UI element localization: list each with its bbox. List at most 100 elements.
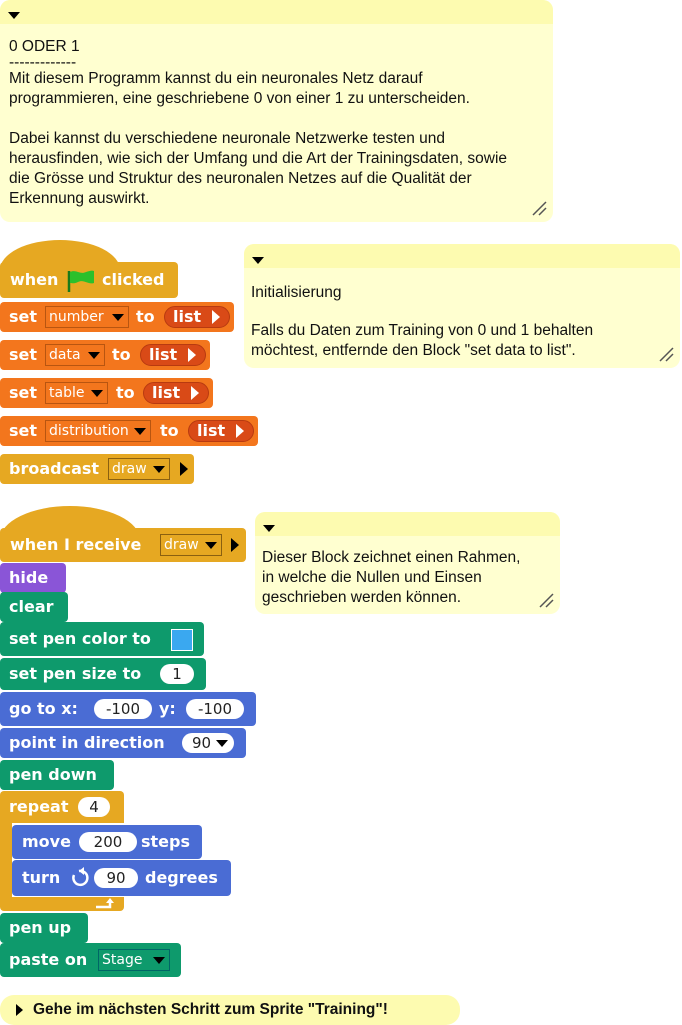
set-pen-size-block[interactable]: set pen size to 1 xyxy=(0,658,206,690)
go-to-xy-block[interactable]: go to x: -100 y: -100 xyxy=(0,692,256,726)
variable-dropdown[interactable]: table xyxy=(45,382,108,404)
when-label: when xyxy=(10,270,59,289)
variable-dropdown[interactable]: distribution xyxy=(45,420,151,442)
move-steps-block[interactable]: move 200 steps xyxy=(12,825,202,859)
expand-arrow-icon[interactable] xyxy=(16,1004,23,1016)
direction-input[interactable]: 90 xyxy=(182,733,234,753)
y-value: -100 xyxy=(197,700,233,718)
init-comment-header[interactable] xyxy=(244,244,680,268)
list-label: list xyxy=(152,383,181,402)
point-in-direction-block[interactable]: point in direction 90 xyxy=(0,728,246,758)
set-data-block[interactable]: set data to list xyxy=(0,340,210,370)
clear-block[interactable]: clear xyxy=(0,592,68,622)
repeat-block[interactable]: repeat 4 xyxy=(0,791,124,823)
expand-arrow-icon[interactable] xyxy=(212,310,220,324)
intro-line: 0 ODER 1 xyxy=(9,38,80,55)
init-line: möchtest, entfernde den Block "set data … xyxy=(251,342,576,359)
paste-on-block[interactable]: paste on Stage xyxy=(0,943,181,977)
pen-down-label: pen down xyxy=(9,765,97,784)
list-reporter[interactable]: list xyxy=(140,344,206,366)
collapse-icon[interactable] xyxy=(263,525,275,532)
y-input[interactable]: -100 xyxy=(186,699,244,719)
expand-arrow-icon[interactable] xyxy=(191,386,199,400)
pen-size-value: 1 xyxy=(172,665,182,683)
pen-up-block[interactable]: pen up xyxy=(0,913,88,943)
pen-size-input[interactable]: 1 xyxy=(160,664,194,684)
paste-target-dropdown[interactable]: Stage xyxy=(98,949,170,971)
resize-grip-icon[interactable] xyxy=(658,346,674,362)
broadcast-block[interactable]: broadcast draw xyxy=(0,454,194,484)
repeat-count-input[interactable]: 4 xyxy=(78,797,110,817)
repeat-foot xyxy=(0,897,124,911)
set-table-block[interactable]: set table to list xyxy=(0,378,213,408)
intro-line: Mit diesem Programm kannst du ein neuron… xyxy=(9,70,423,87)
message-name: draw xyxy=(164,537,199,553)
degrees-value: 90 xyxy=(106,869,126,887)
turn-left-icon xyxy=(72,867,89,887)
degrees-label: degrees xyxy=(145,868,218,887)
hide-block[interactable]: hide xyxy=(0,563,66,593)
when-flag-clicked-block[interactable]: when clicked xyxy=(0,262,178,298)
repeat-arm xyxy=(0,823,12,899)
degrees-input[interactable]: 90 xyxy=(94,868,138,888)
draw-line: in welche die Nullen und Einsen xyxy=(262,569,482,586)
when-i-receive-block[interactable]: when I receive draw xyxy=(0,528,246,562)
init-comment[interactable]: Initialisierung Falls du Daten zum Train… xyxy=(244,244,680,368)
set-label: set xyxy=(9,307,38,326)
set-number-block[interactable]: set number to list xyxy=(0,302,234,332)
variable-dropdown[interactable]: number xyxy=(45,306,129,328)
intro-comment[interactable]: 0 ODER 1 ------------- Mit diesem Progra… xyxy=(0,0,553,222)
chevron-down-icon[interactable] xyxy=(216,740,228,747)
collapse-icon[interactable] xyxy=(8,12,20,19)
to-label: to xyxy=(112,345,131,364)
list-label: list xyxy=(149,345,178,364)
set-distribution-block[interactable]: set distribution to list xyxy=(0,416,258,446)
variable-name: table xyxy=(49,385,85,401)
init-line xyxy=(251,303,593,321)
intro-line: die Grösse und Struktur des neuronalen N… xyxy=(9,170,472,187)
color-swatch[interactable] xyxy=(171,629,193,651)
init-line: Initialisierung xyxy=(251,284,342,301)
resize-grip-icon[interactable] xyxy=(538,592,554,608)
set-pen-color-block[interactable]: set pen color to xyxy=(0,622,204,656)
when-i-receive-label: when I receive xyxy=(10,535,142,554)
to-label: to xyxy=(160,421,179,440)
x-value: -100 xyxy=(105,700,141,718)
draw-line: Dieser Block zeichnet einen Rahmen, xyxy=(262,549,521,566)
intro-line: Dabei kannst du verschiedene neuronale N… xyxy=(9,130,445,147)
turn-degrees-block[interactable]: turn 90 degrees xyxy=(12,860,231,896)
expand-arrow-icon[interactable] xyxy=(180,462,188,476)
next-step-comment[interactable]: Gehe im nächsten Schritt zum Sprite "Tra… xyxy=(0,995,460,1025)
variable-name: distribution xyxy=(49,423,129,439)
go-to-x-label: go to x: xyxy=(9,699,78,718)
expand-arrow-icon[interactable] xyxy=(236,424,244,438)
draw-comment-header[interactable] xyxy=(255,512,560,536)
draw-line: geschrieben werden können. xyxy=(262,589,462,606)
steps-value: 200 xyxy=(93,833,123,851)
broadcast-label: broadcast xyxy=(9,459,100,478)
message-dropdown[interactable]: draw xyxy=(108,458,170,480)
message-dropdown[interactable]: draw xyxy=(160,534,222,556)
list-reporter[interactable]: list xyxy=(188,420,254,442)
list-label: list xyxy=(173,307,202,326)
draw-comment[interactable]: Dieser Block zeichnet einen Rahmen, in w… xyxy=(255,512,560,614)
set-pen-color-label: set pen color to xyxy=(9,629,151,648)
list-reporter[interactable]: list xyxy=(143,382,209,404)
point-in-direction-label: point in direction xyxy=(9,733,165,752)
list-label: list xyxy=(197,421,226,440)
variable-dropdown[interactable]: data xyxy=(45,344,105,366)
list-reporter[interactable]: list xyxy=(164,306,230,328)
repeat-label: repeat xyxy=(9,797,69,816)
intro-line: programmieren, eine geschriebene 0 von e… xyxy=(9,90,470,107)
x-input[interactable]: -100 xyxy=(94,699,152,719)
pen-down-block[interactable]: pen down xyxy=(0,760,114,790)
steps-input[interactable]: 200 xyxy=(79,832,137,852)
intro-line: Erkennung auswirkt. xyxy=(9,190,150,207)
resize-grip-icon[interactable] xyxy=(531,200,547,216)
expand-arrow-icon[interactable] xyxy=(188,348,196,362)
collapse-icon[interactable] xyxy=(252,257,264,264)
intro-line xyxy=(9,109,507,129)
y-label: y: xyxy=(159,699,176,718)
intro-comment-header[interactable] xyxy=(0,0,553,24)
expand-arrow-icon[interactable] xyxy=(231,538,239,552)
